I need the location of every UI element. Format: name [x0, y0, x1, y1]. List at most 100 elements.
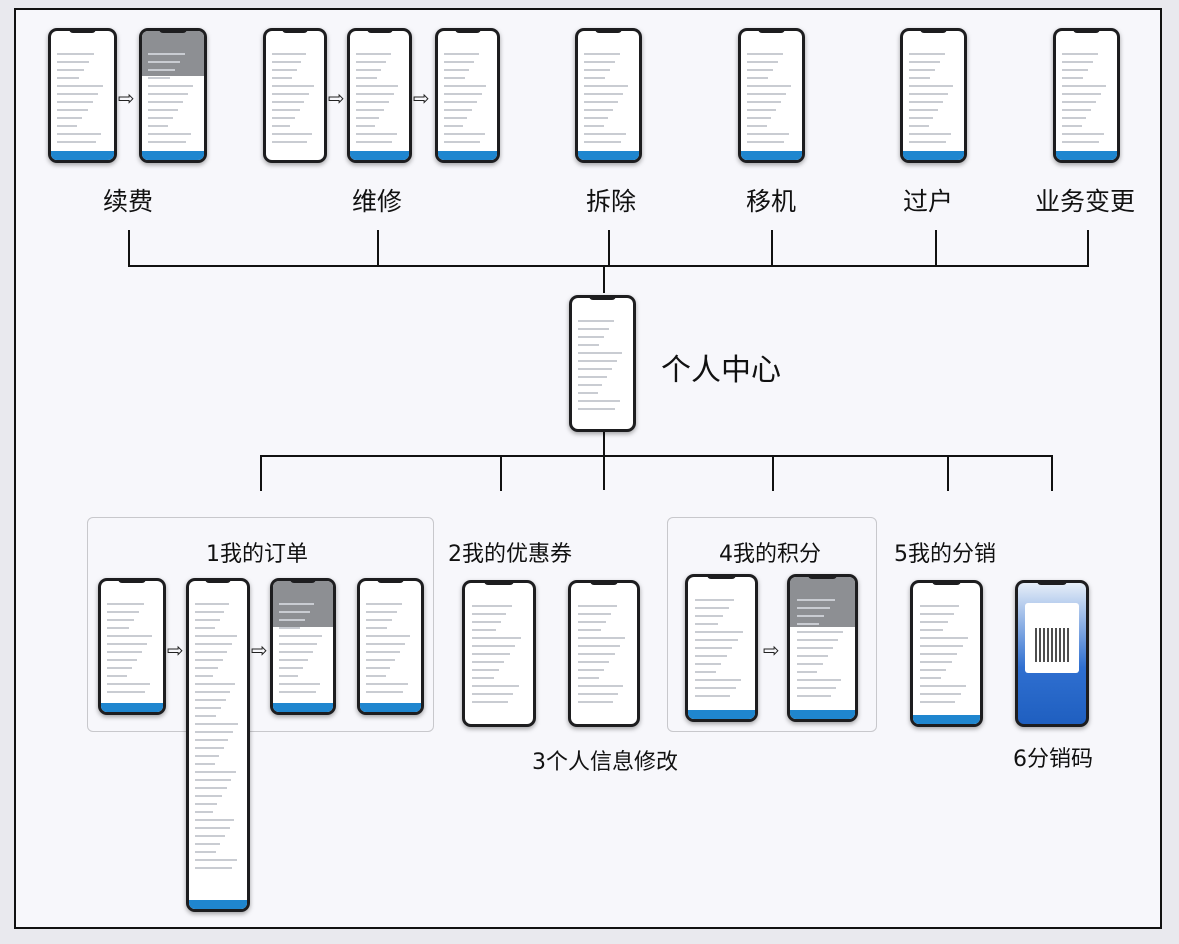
phone-screen [273, 581, 333, 712]
content-line [1062, 125, 1082, 127]
content-line [694, 655, 727, 657]
content-line [366, 683, 409, 685]
content-line [919, 669, 947, 671]
phone-mockup-removal-form [575, 28, 642, 163]
content-line [909, 141, 947, 143]
content-line [355, 125, 375, 127]
content-line [148, 85, 193, 87]
content-line [919, 653, 958, 655]
content-line [148, 77, 170, 79]
phone-screen [741, 31, 802, 160]
content-line [194, 683, 235, 685]
content-line [279, 667, 303, 669]
content-line [694, 631, 743, 633]
content-line [796, 639, 839, 641]
content-line [919, 613, 954, 615]
submit-button [741, 151, 802, 160]
content-line [584, 109, 614, 111]
content-line [919, 701, 956, 703]
phone-mockup-order-list [98, 578, 166, 715]
content-line [443, 69, 470, 71]
submit-button [273, 703, 333, 712]
content-line [57, 77, 80, 79]
content-line [148, 141, 186, 143]
phone-mockup-profile-edit [568, 580, 640, 727]
phone-mockup-order-result [357, 578, 424, 715]
phone-mockup-repair-form [435, 28, 500, 163]
submit-button [688, 710, 755, 719]
phone-notch [1037, 580, 1067, 585]
content-line [471, 653, 510, 655]
content-line [747, 77, 769, 79]
content-line [747, 133, 790, 135]
content-line [577, 669, 604, 671]
content-line [694, 639, 738, 641]
content-line [271, 125, 291, 127]
connector-line [1051, 455, 1053, 491]
phone-screen [51, 31, 114, 160]
content-line [471, 629, 496, 631]
phone-mockup-order-review [270, 578, 336, 715]
content-line [194, 811, 213, 813]
phone-notch [159, 28, 187, 33]
content-line [584, 125, 604, 127]
content-line [577, 637, 626, 639]
content-line [1062, 69, 1089, 71]
content-line [271, 93, 309, 95]
content-line [694, 607, 729, 609]
content-line [194, 675, 214, 677]
connector-line [603, 265, 605, 293]
content-line [471, 685, 519, 687]
content-line [148, 93, 188, 95]
content-line [194, 707, 221, 709]
phone-notch [589, 580, 619, 585]
arrow-right-icon: ⇨ [763, 638, 780, 662]
label-repair: 维修 [351, 187, 403, 216]
content-line [577, 605, 617, 607]
label-my-orders: 1我的订单 [206, 542, 308, 567]
content-line [578, 368, 613, 370]
content-line [355, 93, 394, 95]
content-line [694, 695, 731, 697]
content-line [471, 669, 499, 671]
content-line [443, 101, 477, 103]
content-line [584, 133, 627, 135]
content-line [471, 661, 505, 663]
content-line [796, 679, 842, 681]
content-line [577, 629, 601, 631]
content-line [194, 843, 221, 845]
content-line [578, 384, 603, 386]
content-line [57, 133, 101, 135]
content-line [578, 392, 598, 394]
content-line [694, 599, 735, 601]
phone-screen [266, 31, 324, 160]
content-line [584, 93, 624, 95]
submit-button [790, 710, 855, 719]
content-line [57, 53, 95, 55]
phone-mockup-business-change-form [1053, 28, 1120, 163]
content-line [279, 635, 323, 637]
content-line [577, 645, 620, 647]
phone-notch [589, 295, 616, 300]
phone-notch [68, 28, 97, 33]
phone-screen [790, 577, 855, 719]
content-line [919, 621, 949, 623]
content-line [747, 109, 777, 111]
content-line [279, 659, 308, 661]
content-line [194, 747, 224, 749]
phone-notch [920, 28, 947, 33]
content-line [279, 643, 318, 645]
content-line [57, 69, 85, 71]
content-line [194, 819, 235, 821]
content-line [107, 627, 129, 629]
content-line [271, 133, 312, 135]
content-line [148, 61, 180, 63]
content-line [355, 141, 392, 143]
content-line [443, 61, 474, 63]
content-line [578, 360, 618, 362]
phone-screen [903, 31, 964, 160]
phone-mockup-transfer-form [900, 28, 967, 163]
submit-button [578, 151, 639, 160]
phone-screen [465, 583, 533, 724]
content-line [909, 53, 946, 55]
